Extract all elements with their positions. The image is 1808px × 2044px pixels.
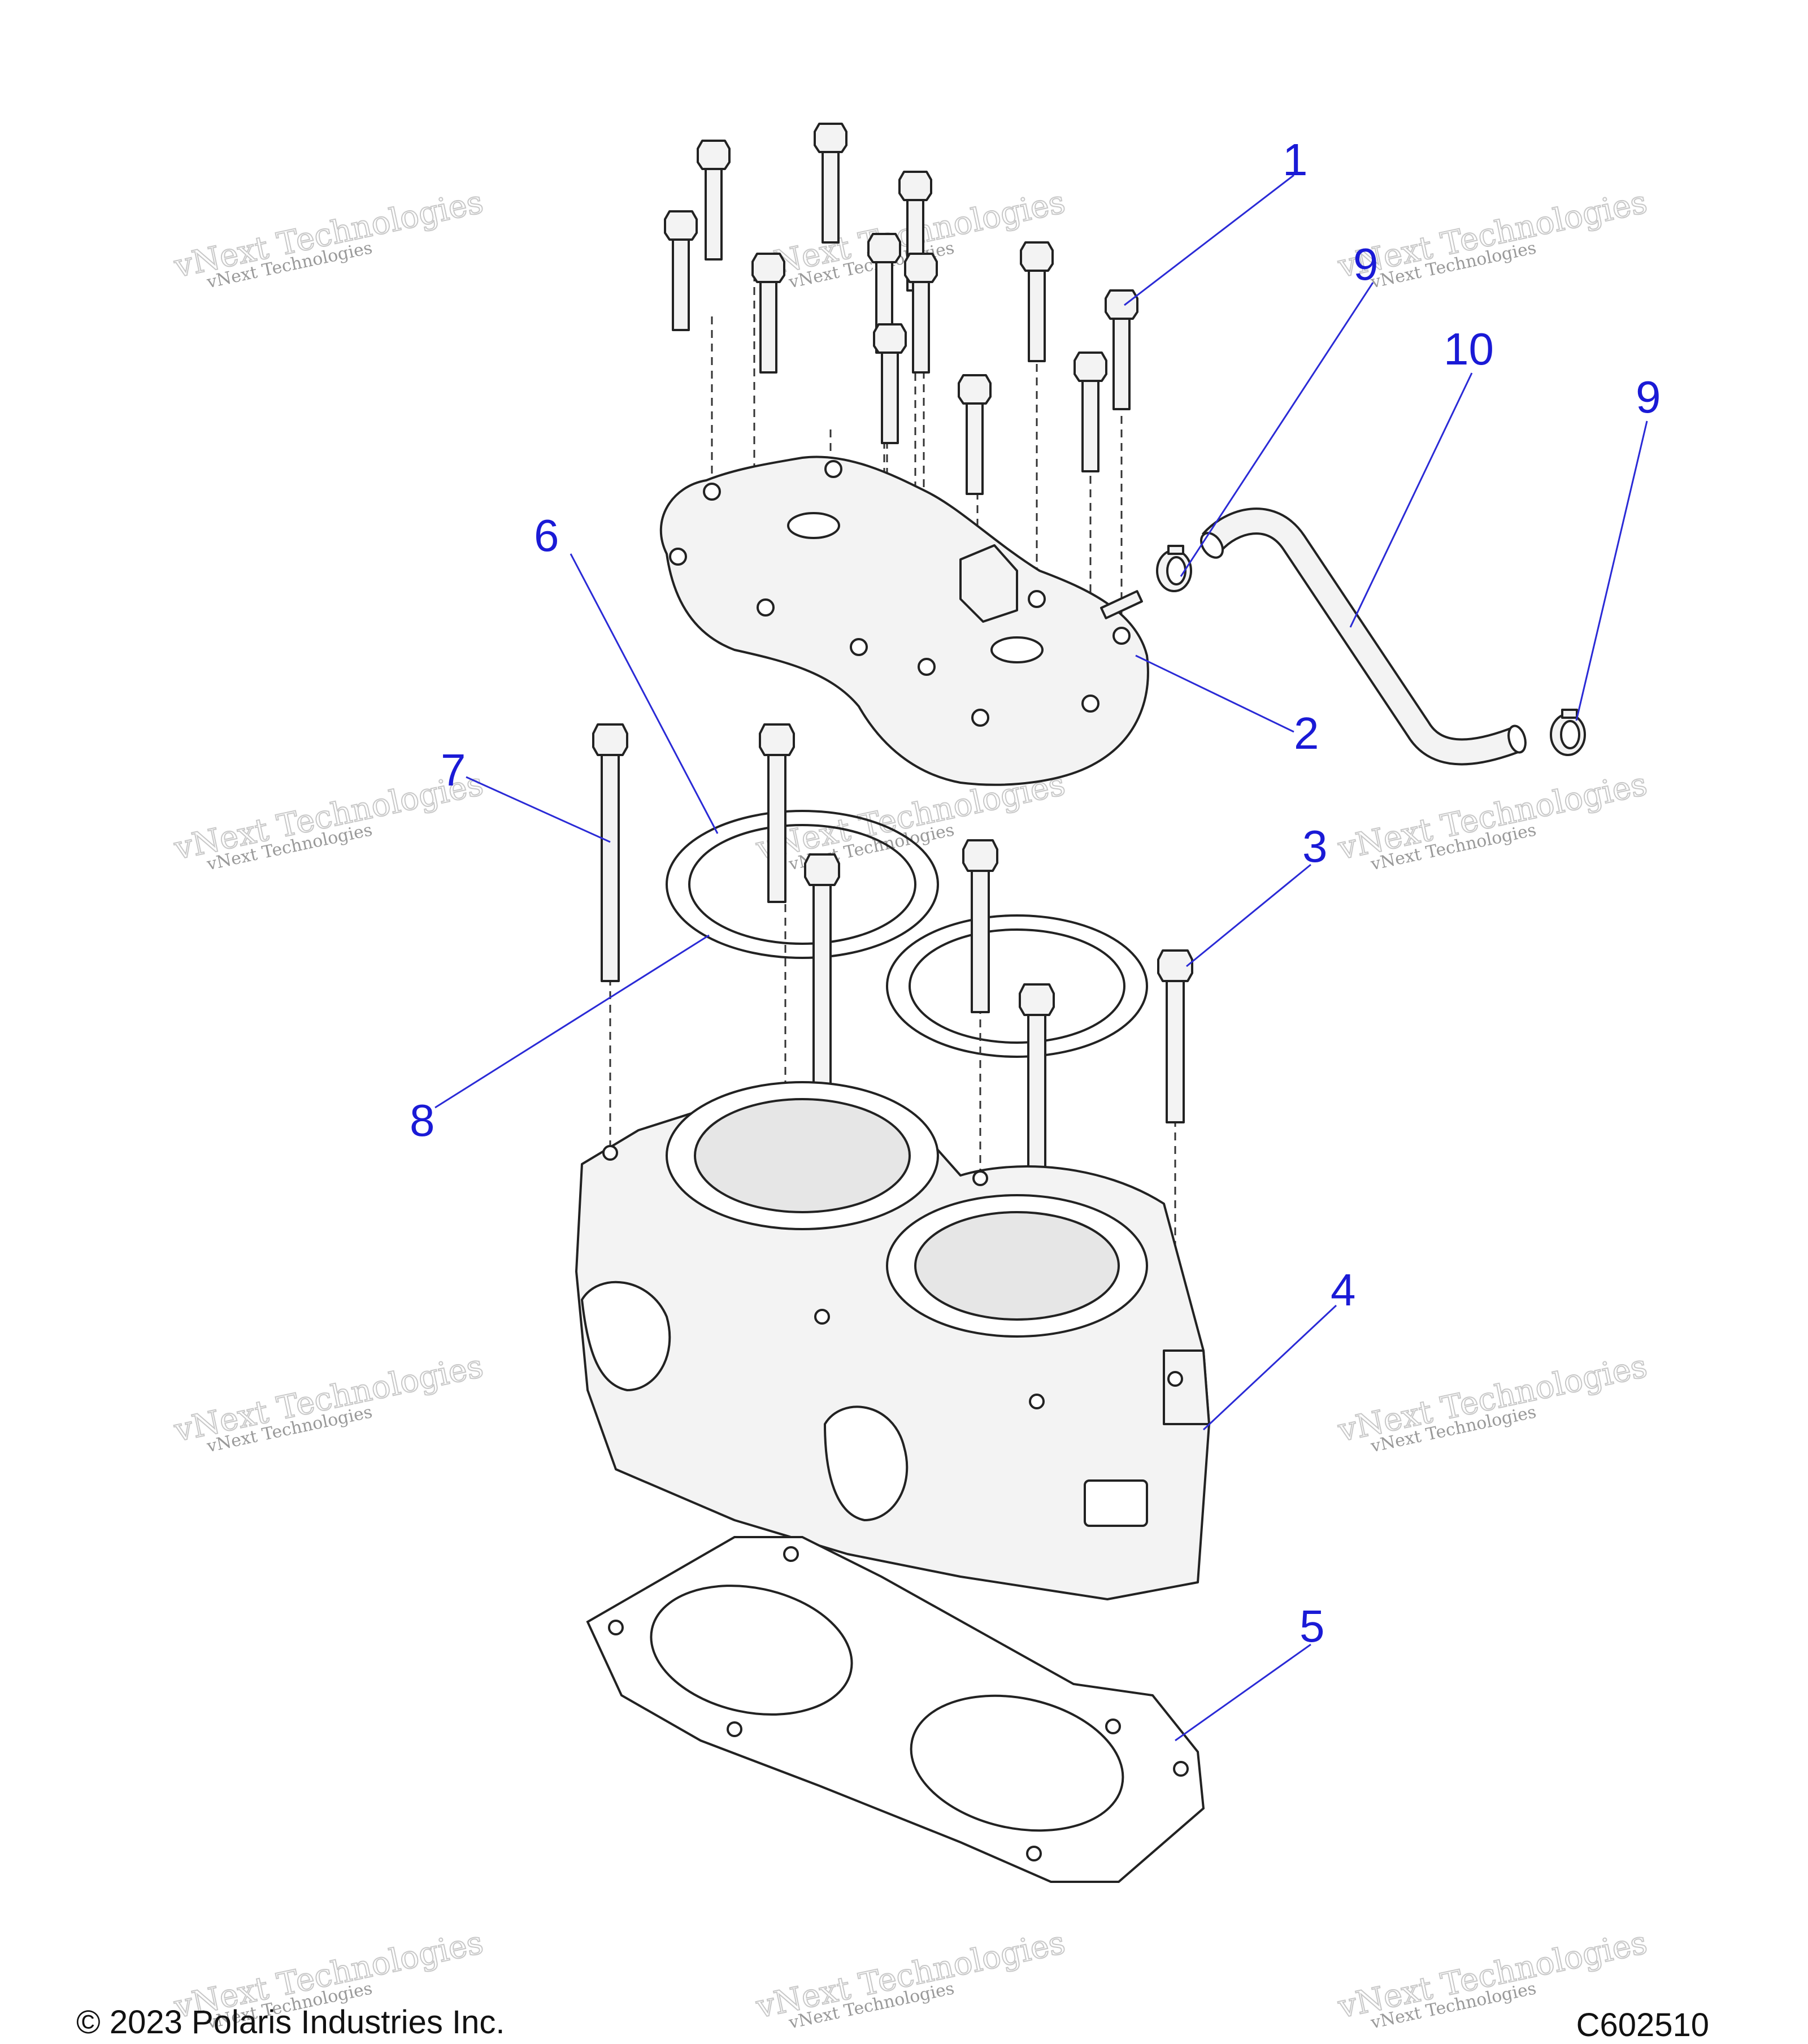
callout-3: 3 xyxy=(1302,821,1328,871)
callout-8: 8 xyxy=(410,1095,435,1145)
watermark: vNext Technologies vNext Technologies xyxy=(1334,765,1651,875)
callout-9-left: 9 xyxy=(1353,239,1379,289)
callout-1: 1 xyxy=(1283,134,1308,185)
cylinder-bolt xyxy=(1157,949,1193,1123)
hose-clamp xyxy=(1156,545,1192,592)
callout-5: 5 xyxy=(1299,1601,1325,1651)
diagram-id: C602510 xyxy=(1576,2007,1709,2043)
head-bolt xyxy=(1020,241,1054,362)
cylinder-bolt xyxy=(804,853,840,1112)
watermark: vNext Technologies vNext Technologies xyxy=(170,183,487,293)
callout-labels: 1 2 3 4 5 6 7 8 9 10 9 xyxy=(410,134,1661,1651)
base-gasket xyxy=(586,1536,1205,1883)
head-bolt xyxy=(697,140,731,261)
head-bolt xyxy=(1105,289,1138,410)
leader-lines xyxy=(434,174,1648,1742)
cylinder-head xyxy=(659,455,1149,786)
head-bolt xyxy=(873,323,907,444)
callout-2: 2 xyxy=(1294,708,1319,758)
watermark: vNext Technologies vNext Technologies xyxy=(752,1924,1069,2033)
cylinder-block xyxy=(575,1081,1210,1600)
head-bolts xyxy=(664,123,1138,495)
head-bolt xyxy=(1074,351,1107,472)
watermark: vNext Technologies vNext Technologies xyxy=(1334,1347,1651,1457)
hose-clamp xyxy=(1550,709,1586,756)
cylinder-bolt xyxy=(592,723,628,982)
watermark: vNext Technologies vNext Technologies xyxy=(170,1347,487,1457)
watermark: vNext Technologies vNext Technologies xyxy=(1334,183,1651,293)
callout-9-right: 9 xyxy=(1636,372,1661,422)
cylinder-bolts xyxy=(592,723,1193,1236)
head-bolt xyxy=(814,123,847,244)
head-bolt xyxy=(904,253,938,374)
callout-6: 6 xyxy=(534,510,559,561)
head-bolt xyxy=(751,253,785,374)
head-bolt xyxy=(958,374,992,495)
cylinder-bolt xyxy=(962,839,998,1013)
callout-4: 4 xyxy=(1331,1265,1356,1315)
callout-10: 10 xyxy=(1444,324,1494,374)
head-bolt xyxy=(664,210,698,331)
copyright-notice: © 2023 Polaris Industries Inc. xyxy=(76,2004,505,2041)
cylinder-bolt xyxy=(759,723,795,903)
callout-7: 7 xyxy=(441,745,466,795)
head-gasket-rings xyxy=(666,810,1148,1058)
coolant-hose xyxy=(1199,507,1527,766)
